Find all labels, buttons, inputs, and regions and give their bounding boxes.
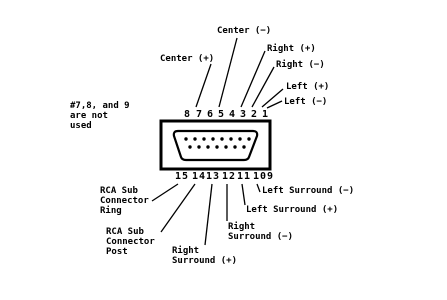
label-rca-sub-ring: RCA Sub Connector Ring xyxy=(100,186,149,216)
right-surround-minus-line-2: Surround (−) xyxy=(228,232,293,242)
pin-hole xyxy=(206,145,210,149)
pin-hole xyxy=(188,145,192,149)
leader-left-surround-minus xyxy=(256,183,261,193)
pin-hole xyxy=(202,137,206,141)
pin-hole xyxy=(211,137,215,141)
bottom-pin-10: 10 xyxy=(253,171,267,182)
label-left-surround-plus: Left Surround (+) xyxy=(246,205,338,215)
top-pin-1: 1 xyxy=(262,109,269,120)
label-center-minus: Center (−) xyxy=(217,26,271,36)
leader-right-surround-plus xyxy=(204,183,213,246)
right-surround-plus-line-2: Surround (+) xyxy=(172,256,237,266)
bottom-pin-11: 11 xyxy=(237,171,251,182)
top-pin-3: 3 xyxy=(240,109,247,120)
right-surround-plus-line-1: Right xyxy=(172,245,199,256)
right-surround-minus-line-1: Right xyxy=(228,221,255,232)
rca-post-line-2: Connector xyxy=(106,237,155,247)
note-line-1: #7,8, and 9 xyxy=(70,101,130,111)
leader-right-minus xyxy=(251,66,275,108)
leader-left-plus xyxy=(261,88,284,108)
pin-hole xyxy=(184,137,188,141)
db15-connector xyxy=(159,119,272,171)
leader-center-minus xyxy=(218,37,238,108)
top-pin-4: 4 xyxy=(229,109,236,120)
connector-pins xyxy=(184,137,251,149)
leader-right-plus xyxy=(240,50,266,108)
leader-rca-ring xyxy=(151,183,179,202)
label-rca-sub-post: RCA Sub Connector Post xyxy=(106,227,155,257)
label-center-plus: Center (+) xyxy=(160,54,214,64)
note-line-3: used xyxy=(70,121,92,131)
bottom-pin-15: 15 xyxy=(175,171,189,182)
top-leader-lines xyxy=(195,37,284,109)
label-left-minus: Left (−) xyxy=(284,97,327,107)
rca-ring-line-1: RCA Sub xyxy=(100,186,139,196)
top-pin-8: 8 xyxy=(184,109,191,120)
pin-hole xyxy=(224,145,228,149)
pin-hole xyxy=(229,137,233,141)
bottom-pin-13: 13 xyxy=(206,171,220,182)
unused-pins-note: #7,8, and 9 are not used xyxy=(70,101,130,131)
top-pin-6: 6 xyxy=(207,109,214,120)
label-right-minus: Right (−) xyxy=(276,59,325,70)
label-right-plus: Right (+) xyxy=(267,43,316,54)
label-left-plus: Left (+) xyxy=(286,82,329,92)
pin-hole xyxy=(193,137,197,141)
leader-left-minus xyxy=(266,100,283,109)
bottom-leader-lines xyxy=(151,183,261,246)
note-line-2: are not xyxy=(70,111,108,121)
top-pin-5: 5 xyxy=(218,109,225,120)
label-right-surround-minus: Right Surround (−) xyxy=(228,221,293,242)
bottom-pin-14: 14 xyxy=(192,171,206,182)
pin-hole xyxy=(197,145,201,149)
leader-center-plus xyxy=(195,63,212,108)
top-pin-7: 7 xyxy=(196,109,203,120)
pin-hole xyxy=(242,145,246,149)
rca-ring-line-3: Ring xyxy=(100,205,122,216)
rca-ring-line-2: Connector xyxy=(100,196,149,206)
pin-hole xyxy=(233,145,237,149)
bottom-pin-9: 9 xyxy=(267,171,274,182)
rca-post-line-1: RCA Sub xyxy=(106,227,145,237)
bottom-pin-12: 12 xyxy=(222,171,236,182)
leader-left-surround-plus xyxy=(241,183,246,206)
rca-post-line-3: Post xyxy=(106,247,128,257)
pin-hole xyxy=(220,137,224,141)
label-right-surround-plus: Right Surround (+) xyxy=(172,245,237,266)
top-pin-2: 2 xyxy=(251,109,258,120)
pin-hole xyxy=(238,137,242,141)
pin-hole xyxy=(215,145,219,149)
leader-rca-post xyxy=(160,183,196,233)
pin-hole xyxy=(247,137,251,141)
label-left-surround-minus: Left Surround (−) xyxy=(262,186,354,196)
